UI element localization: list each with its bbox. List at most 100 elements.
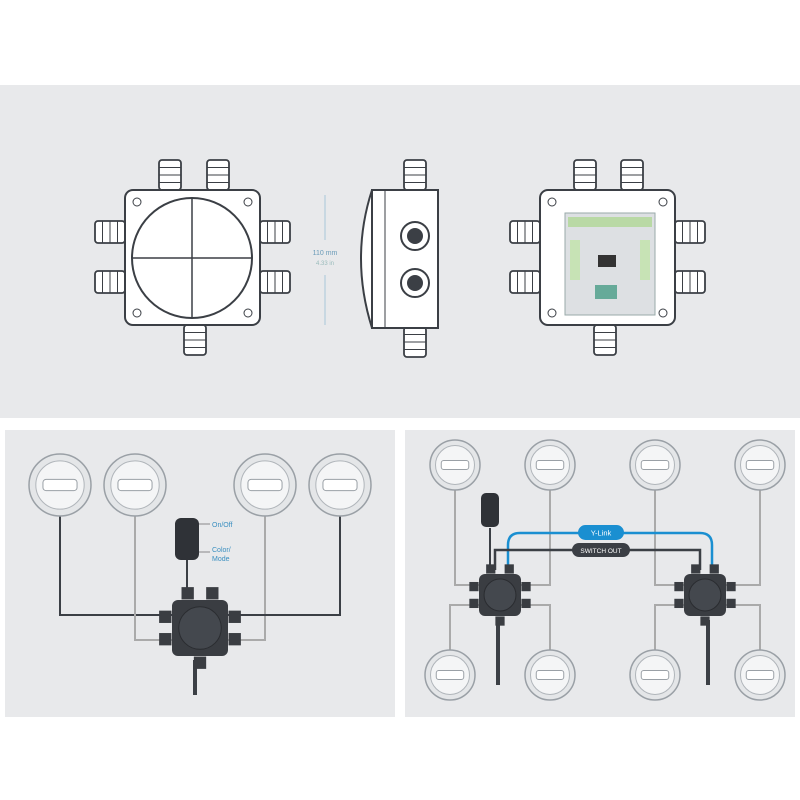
side-view [360, 189, 439, 329]
gland [674, 598, 684, 609]
screw-icon [658, 197, 668, 207]
light-fixture [429, 439, 481, 491]
gland [228, 633, 241, 646]
cable-gland [259, 270, 291, 294]
ylink-badge: Y-Link [578, 525, 624, 540]
screw-icon [547, 197, 557, 207]
gland [486, 564, 496, 574]
screw-icon [547, 308, 557, 318]
enclosure-side [371, 189, 439, 329]
light-lens [322, 478, 358, 492]
lid-dome [360, 189, 373, 329]
remote-switch[interactable] [481, 493, 499, 527]
wire [225, 515, 341, 616]
terminal-block [568, 217, 652, 227]
light-lens [745, 670, 775, 680]
light-fixture [629, 439, 681, 491]
gland [504, 564, 514, 574]
color-label: Color/ [212, 547, 231, 554]
mode-label: Mode [212, 556, 230, 563]
dimension-imperial: 4.33 in [316, 261, 334, 267]
junction-boxes [159, 564, 736, 669]
terminal-block [640, 240, 650, 280]
gland [521, 598, 531, 609]
light-fixture [524, 649, 576, 701]
wire [59, 515, 175, 616]
screw-icon [132, 308, 142, 318]
wire [725, 490, 761, 586]
cable-gland [94, 270, 126, 294]
light-fixture [629, 649, 681, 701]
remote-switch[interactable]: On/Off Color/ Mode [175, 518, 233, 563]
front-view [124, 189, 261, 326]
on-off-label: On/Off [212, 522, 233, 529]
ylink-pill [578, 525, 624, 540]
cable-gland [674, 220, 706, 244]
light-lens [440, 460, 470, 470]
junction-box [159, 587, 241, 669]
cable-gland [620, 159, 644, 191]
cable-gland [94, 220, 126, 244]
gland [193, 656, 207, 669]
gland [469, 581, 479, 592]
light-fixture [103, 453, 167, 517]
cable-gland [158, 159, 182, 191]
junction-box [469, 564, 531, 626]
chip [598, 255, 616, 267]
cable-gland [403, 326, 427, 358]
cable-gland [674, 270, 706, 294]
terminal-block [570, 240, 580, 280]
gland [159, 610, 172, 623]
box-lid [483, 578, 517, 612]
gland [159, 633, 172, 646]
remote-body[interactable] [175, 518, 199, 560]
gland [495, 616, 505, 626]
light-fixture [734, 439, 786, 491]
cable-gland [509, 270, 541, 294]
screw-icon [243, 308, 253, 318]
screw-icon [658, 308, 668, 318]
gland [691, 564, 701, 574]
gland [674, 581, 684, 592]
box-lid [688, 578, 722, 612]
switch-out-pill [572, 543, 630, 557]
gland [726, 581, 736, 592]
light-lens [247, 478, 283, 492]
gland [206, 587, 219, 600]
gland [700, 616, 710, 626]
cable-gland [509, 220, 541, 244]
light-fixture [734, 649, 786, 701]
switch-out-badge: SWITCH OUT [572, 543, 630, 557]
light-fixture [524, 439, 576, 491]
cable-gland [573, 159, 597, 191]
port-hole [407, 228, 423, 244]
switch-out-label: SWITCH OUT [580, 548, 621, 555]
box-lid [178, 606, 222, 650]
cable-gland [259, 220, 291, 244]
light-lens [640, 460, 670, 470]
screw-icon [132, 197, 142, 207]
light-fixture [424, 649, 476, 701]
gland [709, 564, 719, 574]
light-lens [42, 478, 78, 492]
light-lens [435, 670, 465, 680]
gland [726, 598, 736, 609]
cable-gland [183, 324, 207, 356]
dimension-metric: 110 mm [313, 250, 338, 257]
cable-gland [403, 159, 427, 191]
light-lens [117, 478, 153, 492]
light-lens [535, 460, 565, 470]
cable-gland [206, 159, 230, 191]
lights [28, 439, 786, 701]
wire [725, 604, 761, 650]
gland [181, 587, 194, 600]
ylink-label: Y-Link [591, 529, 612, 538]
light-fixture [233, 453, 297, 517]
port-hole [407, 275, 423, 291]
cable-gland [593, 324, 617, 356]
connector [595, 285, 617, 299]
light-fixture [308, 453, 372, 517]
light-lens [745, 460, 775, 470]
gland [469, 598, 479, 609]
